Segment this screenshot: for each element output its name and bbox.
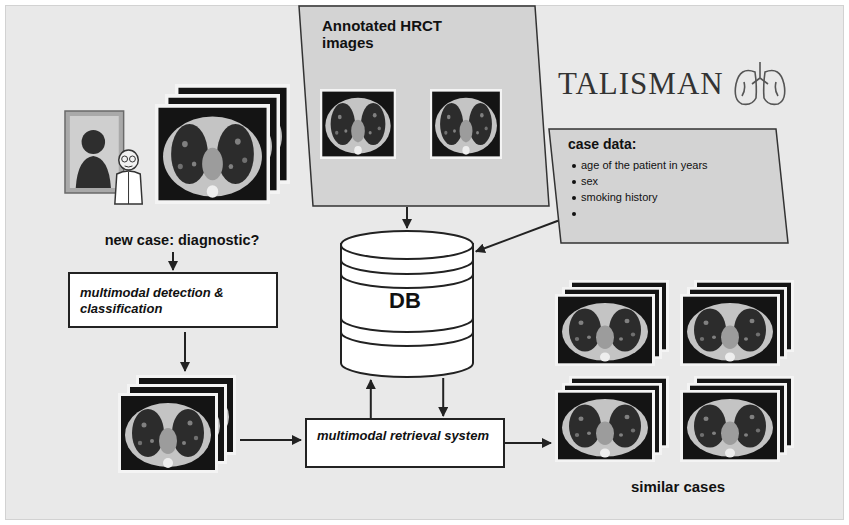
bullet-dot bbox=[572, 180, 576, 184]
ct-scan-image bbox=[431, 90, 501, 157]
process-box: multimodal retrieval system bbox=[305, 418, 505, 468]
data-source-box: Annotated HRCT images bbox=[298, 5, 550, 207]
ct-scan-image bbox=[557, 391, 654, 460]
flow-arrow bbox=[505, 442, 551, 444]
output-caption: similar cases bbox=[553, 478, 803, 495]
process-label: multimodal detection & classification bbox=[80, 285, 235, 318]
flow-arrow bbox=[240, 439, 301, 441]
cylinder-top bbox=[341, 231, 473, 259]
bullet-item: age of the patient in years bbox=[572, 158, 771, 172]
cylinder-band bbox=[341, 318, 473, 332]
node-graphics bbox=[62, 84, 304, 252]
bullet-dot bbox=[572, 196, 576, 200]
bullet-item: smoking history bbox=[572, 190, 771, 204]
lung-logo bbox=[735, 62, 785, 104]
cylinder-band bbox=[341, 274, 473, 288]
title: TALISMAN bbox=[558, 66, 724, 102]
process-box: multimodal detection & classification bbox=[68, 272, 278, 328]
flow-arrow bbox=[370, 380, 372, 418]
parallelogram-outline bbox=[299, 6, 549, 206]
database-label: DB bbox=[340, 288, 470, 314]
bullet-item: sex bbox=[572, 174, 771, 188]
cylinder-band bbox=[341, 332, 473, 346]
flow-arrow bbox=[476, 221, 558, 252]
flow-arrow bbox=[184, 332, 186, 371]
data-source-box: case data: age of the patient in years sex… bbox=[548, 128, 789, 244]
input-case: new case: diagnostic? bbox=[62, 84, 304, 252]
ct-scan-image bbox=[682, 391, 779, 460]
source-heading: Annotated HRCT images bbox=[322, 17, 462, 52]
process-label: multimodal retrieval system bbox=[317, 428, 489, 444]
ct-scan-image bbox=[321, 90, 395, 157]
cylinder-band bbox=[341, 260, 473, 274]
ct-scan-image bbox=[157, 106, 269, 202]
bullet-dot bbox=[572, 164, 576, 168]
node-graphics bbox=[553, 278, 805, 498]
database-cylinder: DB bbox=[340, 230, 474, 378]
ct-scan-image bbox=[682, 295, 779, 364]
ct-scan-image bbox=[120, 395, 217, 472]
case-data-heading: case data: bbox=[568, 136, 758, 153]
doctor-illustration bbox=[65, 111, 142, 204]
bullet-dot bbox=[572, 212, 576, 216]
flow-arrow bbox=[172, 252, 174, 270]
parallelogram-outline bbox=[549, 129, 788, 243]
flow-arrow bbox=[406, 207, 408, 228]
cylinder-body bbox=[341, 244, 473, 377]
output-cases: similar cases bbox=[553, 278, 805, 498]
case-caption: new case: diagnostic? bbox=[62, 232, 302, 249]
flow-arrow bbox=[442, 378, 444, 416]
ct-scan-image bbox=[557, 295, 654, 364]
